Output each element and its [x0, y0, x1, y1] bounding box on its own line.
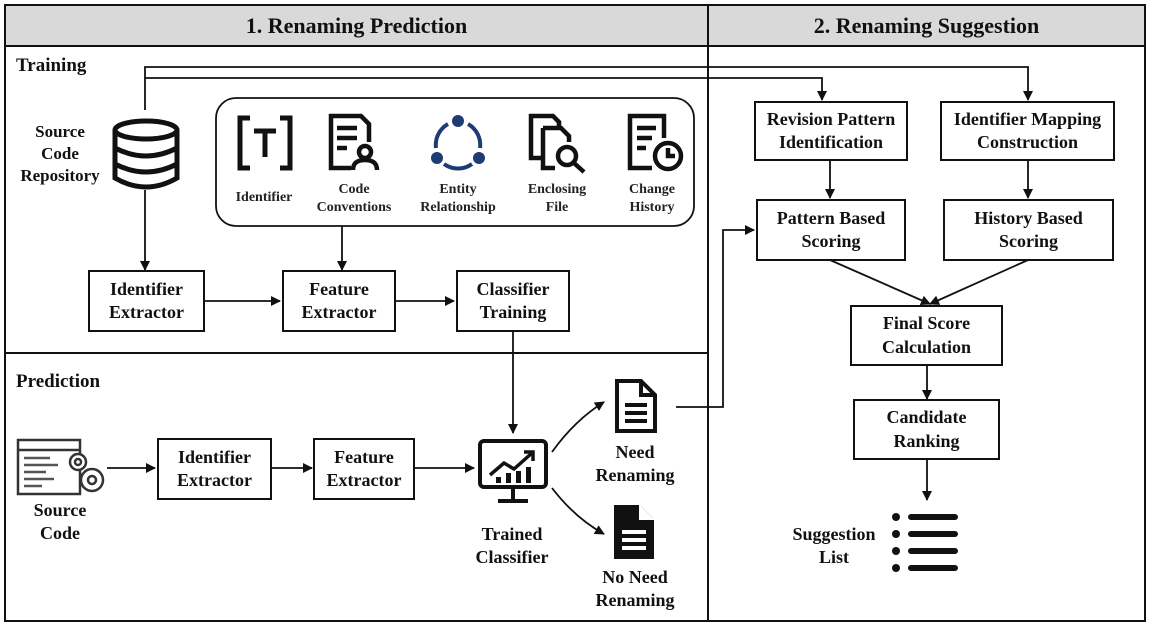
revision-pattern-box: Revision Pattern Identification [754, 101, 908, 161]
source-code-window-icon [16, 438, 105, 496]
feature-label-entity-relationship: Entity Relationship [420, 182, 496, 215]
history-based-scoring-box: History Based Scoring [943, 199, 1114, 261]
training-feature-extractor-box: Feature Extractor [282, 270, 396, 332]
header-renaming-suggestion: 2. Renaming Suggestion [813, 13, 1040, 38]
repository-label: Source Code Repository [20, 122, 100, 186]
training-identifier-extractor-box: Identifier Extractor [88, 270, 205, 332]
header-band [4, 4, 1146, 47]
feature-label-code-conventions: Code Conventions [316, 182, 392, 215]
trained-classifier-label: Trained Classifier [475, 524, 549, 568]
database-icon [112, 118, 180, 190]
classifier-training-box: Classifier Training [456, 270, 570, 332]
arrow-history-to-final [929, 259, 1029, 305]
identifier-bracket-icon [237, 115, 293, 171]
pattern-based-scoring-box: Pattern Based Scoring [756, 199, 906, 261]
change-history-clock-icon [627, 113, 684, 172]
no-need-renaming-label: No Need Renaming [595, 567, 675, 611]
candidate-ranking-box: Candidate Ranking [853, 399, 1000, 460]
prediction-feature-extractor-box: Feature Extractor [313, 438, 415, 500]
code-document-person-icon [328, 113, 380, 171]
feature-label-change-history: Change History [629, 182, 675, 215]
prediction-identifier-extractor-box: Identifier Extractor [157, 438, 272, 500]
feature-label-enclosing-file: Enclosing File [527, 182, 587, 215]
arrow-classifier-to-need-renaming [551, 401, 605, 453]
arrow-need-renaming-to-pattern-scoring [676, 225, 755, 408]
arrow-pattern-to-final [829, 259, 931, 305]
enclosing-file-search-icon [528, 113, 586, 174]
identifier-mapping-box: Identifier Mapping Construction [940, 101, 1115, 161]
section-label-training: Training [16, 55, 87, 76]
suggestion-list-icon [892, 513, 958, 572]
need-renaming-label: Need Renaming [595, 442, 675, 486]
feature-label-identifier: Identifier [235, 190, 293, 205]
need-renaming-document-icon [615, 379, 657, 433]
no-need-renaming-document-icon [614, 505, 654, 559]
suggestion-list-label: Suggestion List [792, 524, 876, 568]
arrow-repo-to-revision-pattern [145, 77, 827, 101]
arrow-classifier-to-no-need-renaming [551, 487, 605, 535]
final-score-box: Final Score Calculation [850, 305, 1003, 366]
section-label-prediction: Prediction [16, 371, 101, 392]
feature-group-frame [215, 97, 695, 227]
entity-relationship-icon [431, 115, 485, 171]
source-code-label: Source Code [33, 500, 87, 544]
trained-classifier-monitor-icon [478, 439, 548, 503]
arrow-repo-to-identifier-mapping [144, 66, 1033, 110]
header-renaming-prediction: 1. Renaming Prediction [245, 13, 468, 38]
